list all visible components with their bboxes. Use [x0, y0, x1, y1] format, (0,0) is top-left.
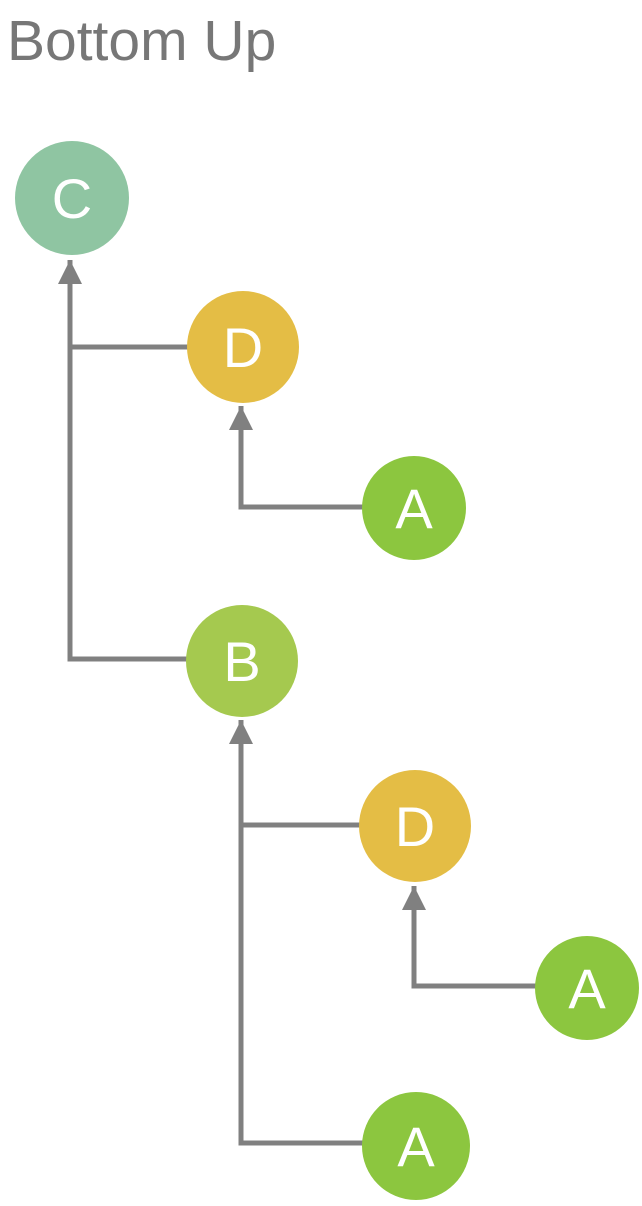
node-a-upper [362, 456, 466, 560]
edge-b-to-c [58, 260, 188, 662]
node-a-right-label: A [568, 957, 606, 1020]
node-a-upper-label: A [395, 477, 433, 540]
node-d-lower-label: D [395, 795, 435, 858]
node-b [186, 605, 298, 717]
edge-a-right-to-d-lower [402, 886, 536, 989]
node-a-bottom [362, 1092, 470, 1200]
node-d-lower [359, 770, 471, 882]
node-d-upper [187, 291, 299, 403]
node-d-upper-label: D [223, 316, 263, 379]
diagram-title: Bottom Up [7, 9, 277, 73]
node-b-label: B [223, 630, 260, 693]
node-a-bottom-label: A [397, 1115, 435, 1178]
edge-a-bottom-to-b [229, 720, 363, 1146]
node-c-label: C [52, 167, 92, 230]
node-c [15, 141, 129, 255]
node-a-right [535, 936, 639, 1040]
edge-a-upper-to-d-upper [229, 406, 363, 510]
